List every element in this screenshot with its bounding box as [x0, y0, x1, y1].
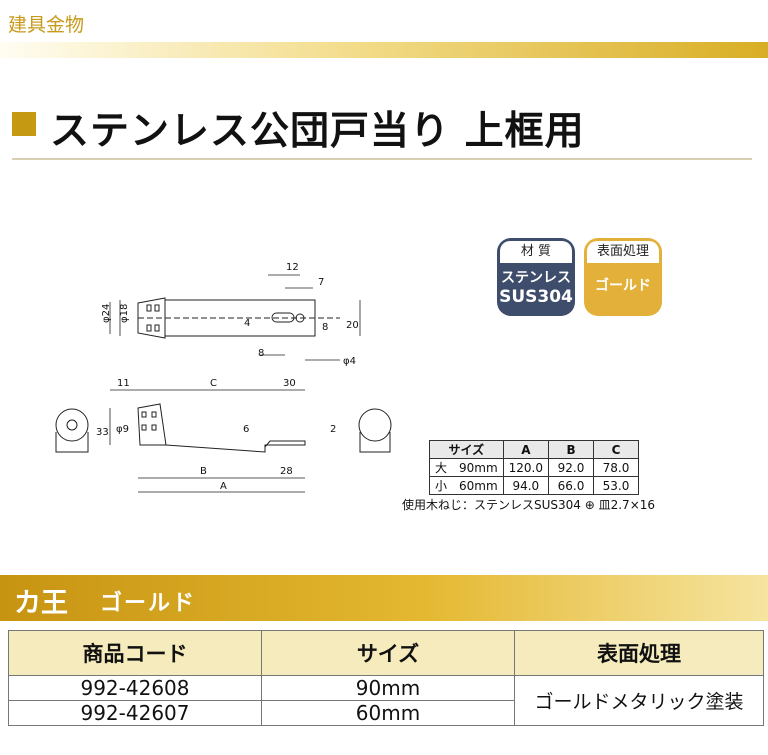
size-table-cell: 94.0 [502, 476, 550, 495]
dim-label: 2 [330, 424, 336, 435]
size-table-cell: 92.0 [548, 458, 595, 477]
product-table: 商品コード サイズ 表面処理 992-42608 90mm ゴールドメタリック塗… [8, 630, 764, 726]
dim-label: 30 [283, 378, 296, 389]
section-finish: ゴールド [100, 591, 197, 616]
finish-badge-header: 表面処理 [587, 241, 659, 263]
dim-label: φ18 [119, 304, 130, 323]
dim-label: B [200, 466, 207, 477]
product-table-header: 商品コード [8, 630, 262, 676]
size-table-header: C [593, 440, 640, 459]
product-code-cell: 992-42607 [8, 700, 262, 726]
dim-label: C [210, 378, 217, 389]
dim-label: A [220, 481, 227, 492]
dim-label: φ9 [116, 424, 129, 435]
screw-note: 使用木ねじ：ステンレスSUS304 ⊕ 皿2.7×16 [402, 498, 656, 512]
dim-label: 8 [322, 322, 328, 333]
size-table-header: A [502, 440, 550, 459]
dim-label: 28 [280, 466, 293, 477]
section-label: カ王 [14, 588, 68, 619]
material-badge-header: 材 質 [500, 241, 572, 263]
dim-label: 20 [346, 320, 359, 331]
title-square-icon [12, 112, 36, 136]
technical-drawing: 12 7 φ24 φ18 4 8 20 8 φ4 11 C 30 33 φ9 6… [55, 262, 392, 493]
size-table-cell: 小 60mm [429, 476, 504, 495]
material-badge-line2: SUS304 [499, 287, 573, 307]
drawing-dimensions: 12 7 φ24 φ18 4 8 20 8 φ4 11 C 30 33 φ9 6… [96, 262, 359, 492]
finish-badge: 表面処理 ゴールド [584, 238, 662, 316]
size-table-header: B [548, 440, 595, 459]
dim-label: 6 [243, 424, 249, 435]
product-table-header: サイズ [261, 630, 515, 676]
finish-badge-line1: ゴールド [595, 278, 651, 294]
category-label: 建具金物 [8, 14, 85, 36]
dim-label: φ24 [101, 304, 112, 323]
size-table-cell: 78.0 [593, 458, 640, 477]
dim-label: 4 [244, 318, 250, 329]
size-table: サイズ A B C 大 90mm 120.0 92.0 78.0 小 60mm … [429, 440, 640, 495]
dim-label: 7 [318, 277, 324, 288]
product-code-cell: 992-42608 [8, 675, 262, 701]
material-badge-line1: ステンレス [501, 270, 571, 286]
dim-label: 33 [96, 427, 109, 438]
title-underline [12, 158, 752, 160]
dim-label: φ4 [343, 356, 356, 367]
product-size-cell: 90mm [261, 675, 515, 701]
product-table-header: 表面処理 [514, 630, 764, 676]
section-bar: カ王 ゴールド [0, 575, 768, 621]
page-title: ステンレス公団戸当り 上框用 [50, 109, 585, 154]
size-table-cell: 大 90mm [429, 458, 504, 477]
dim-label: 8 [258, 348, 264, 359]
material-badge: 材 質 ステンレス SUS304 [497, 238, 575, 316]
size-table-cell: 66.0 [548, 476, 595, 495]
dim-label: 11 [117, 378, 130, 389]
size-table-cell: 120.0 [502, 458, 550, 477]
product-size-cell: 60mm [261, 700, 515, 726]
dim-label: 12 [286, 262, 299, 273]
header-gradient-bar [0, 42, 768, 58]
product-finish-cell: ゴールドメタリック塗装 [514, 675, 764, 726]
size-table-header: サイズ [429, 440, 504, 459]
size-table-cell: 53.0 [593, 476, 640, 495]
